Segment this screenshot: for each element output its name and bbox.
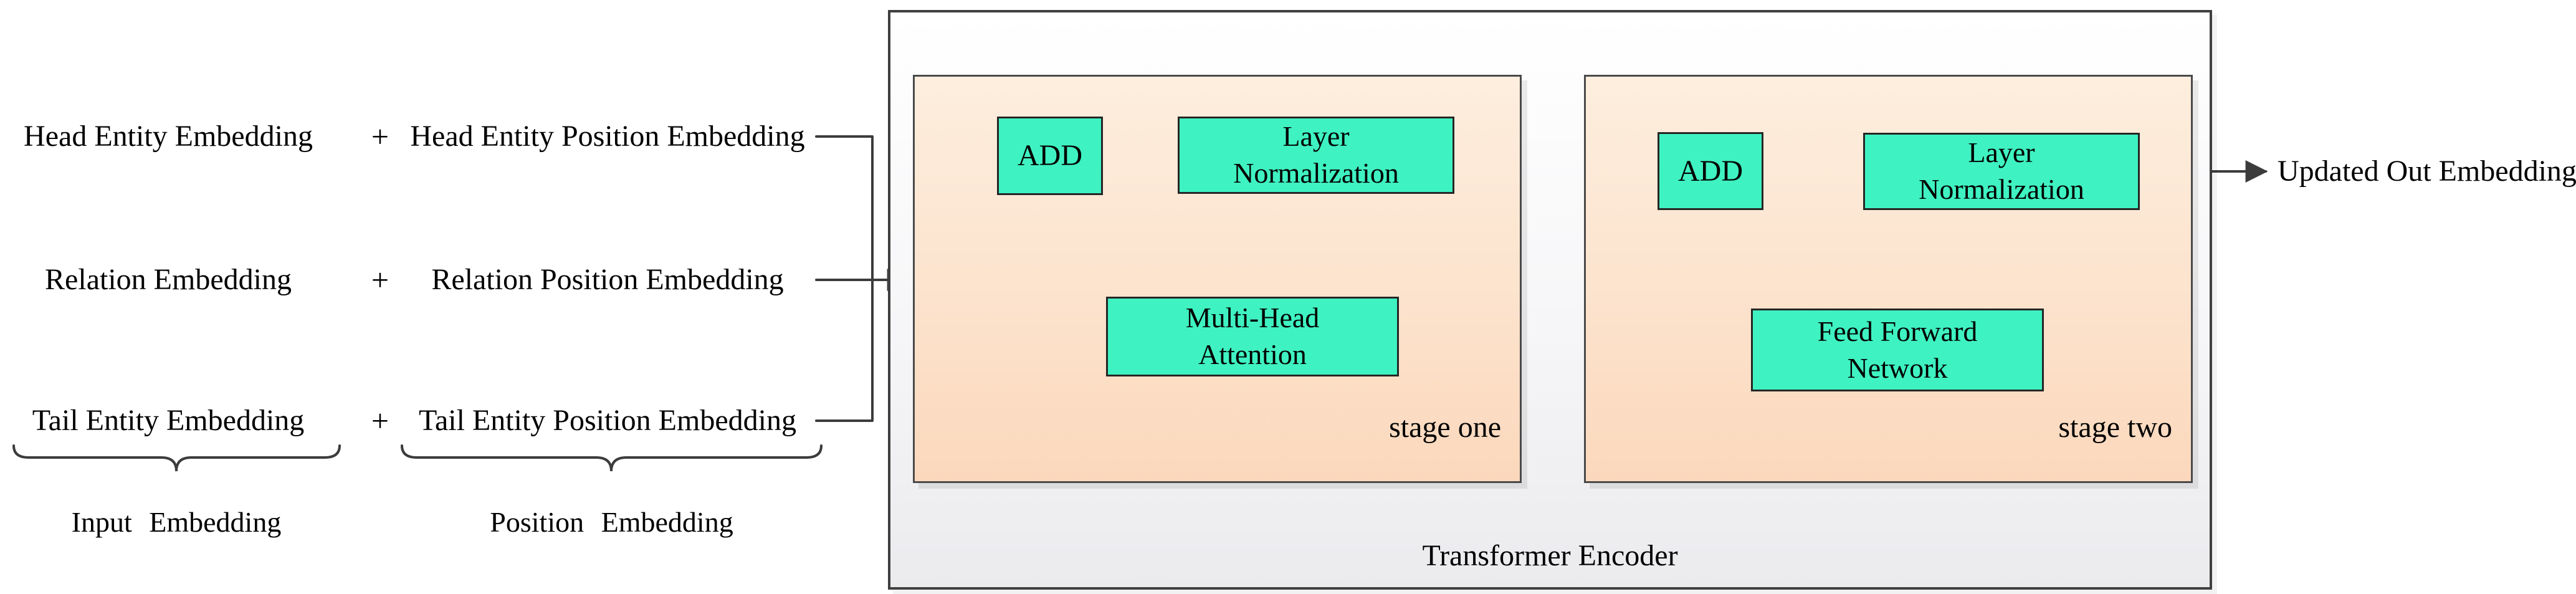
underbrace-input-embedding bbox=[12, 444, 341, 472]
updated-out-embedding-label: Updated Out Embedding bbox=[2278, 155, 2576, 188]
stage-two-label: stage two bbox=[2058, 411, 2172, 444]
multi-head-attention-block: Multi-Head Attention bbox=[1106, 297, 1399, 376]
tail-entity-embedding-label: Tail Entity Embedding bbox=[32, 404, 305, 437]
layer-normalization-block-stage-one: Layer Normalization bbox=[1178, 117, 1454, 194]
plus-sign: + bbox=[371, 403, 389, 438]
relation-position-embedding-label: Relation Position Embedding bbox=[431, 263, 784, 296]
add-block-stage-two: ADD bbox=[1658, 132, 1763, 210]
tail-entity-position-embedding-label: Tail Entity Position Embedding bbox=[419, 404, 796, 437]
stage-one-label: stage one bbox=[1389, 411, 1501, 444]
plus-sign: + bbox=[371, 119, 389, 154]
plus-sign: + bbox=[371, 262, 389, 297]
underbrace-position-embedding bbox=[401, 444, 823, 472]
relation-embedding-label: Relation Embedding bbox=[45, 263, 292, 296]
transformer-encoder-title: Transformer Encoder bbox=[1422, 539, 1678, 572]
feed-forward-network-block: Feed Forward Network bbox=[1751, 309, 2044, 391]
layer-normalization-block-stage-two: Layer Normalization bbox=[1863, 133, 2140, 210]
input-bracket-line bbox=[815, 135, 874, 422]
head-entity-embedding-label: Head Entity Embedding bbox=[24, 120, 313, 153]
position-embedding-group-label: Position Embedding bbox=[490, 506, 733, 538]
input-embedding-group-label: Input Embedding bbox=[71, 506, 282, 538]
add-block-stage-one: ADD bbox=[997, 117, 1103, 195]
head-entity-position-embedding-label: Head Entity Position Embedding bbox=[410, 120, 805, 153]
